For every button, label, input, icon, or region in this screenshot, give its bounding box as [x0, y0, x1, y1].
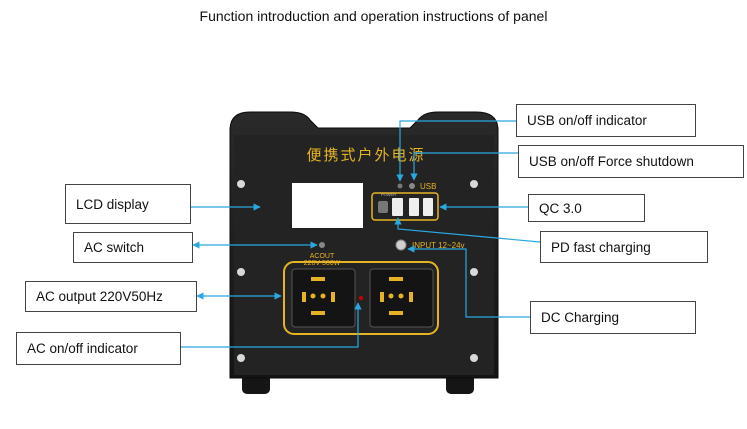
label-pd: PD fast charging: [540, 231, 708, 263]
lcd-screen: [292, 183, 363, 228]
ac-switch-button: [319, 242, 325, 248]
label-lcd: LCD display: [65, 184, 191, 224]
dc-arrow: [407, 245, 530, 318]
label-usb-indicator: USB on/off indicator: [516, 104, 696, 137]
label-dc: DC Charging: [530, 301, 696, 334]
label-ac-output: AC output 220V50Hz: [25, 281, 197, 312]
usb-button: [409, 183, 415, 189]
input-text: INPUT 12~24v: [412, 241, 465, 250]
dc-input-port: [395, 239, 407, 251]
screw: [237, 354, 245, 362]
screw: [470, 180, 478, 188]
screw: [237, 180, 245, 188]
diagram-title: Function introduction and operation inst…: [199, 8, 548, 24]
usb-indicator-arrow: [396, 120, 518, 182]
pd-port: [392, 198, 403, 216]
qc-port-1: [409, 198, 419, 216]
label-usb-shutdown: USB on/off Force shutdown: [518, 145, 744, 178]
screw: [470, 268, 478, 276]
screw: [237, 268, 245, 276]
usb-indicator-led: [397, 183, 403, 189]
usb-port-frame: [371, 192, 439, 221]
ac-indicator-led: [359, 296, 363, 300]
usb-c-port: [378, 201, 388, 213]
ac-indicator-arrow: [181, 302, 362, 348]
label-qc: QC 3.0: [528, 194, 645, 222]
acout-spec-text: 220V-500W: [304, 260, 341, 267]
usb-shutdown-arrow: [410, 152, 520, 181]
label-ac-switch: AC switch: [73, 232, 193, 263]
pd-arrow: [394, 217, 541, 243]
screw: [470, 354, 478, 362]
acout-text: ACOUT: [310, 253, 335, 260]
label-ac-indicator: AC on/off indicator: [16, 332, 181, 365]
qc-port-2: [423, 198, 433, 216]
ac-outlet-frame: [283, 261, 439, 335]
usb-text: USB: [420, 182, 436, 191]
panel-face: [234, 135, 494, 375]
device-name: 便携式户外电源: [306, 146, 425, 164]
power-text: POWER: [381, 192, 396, 197]
